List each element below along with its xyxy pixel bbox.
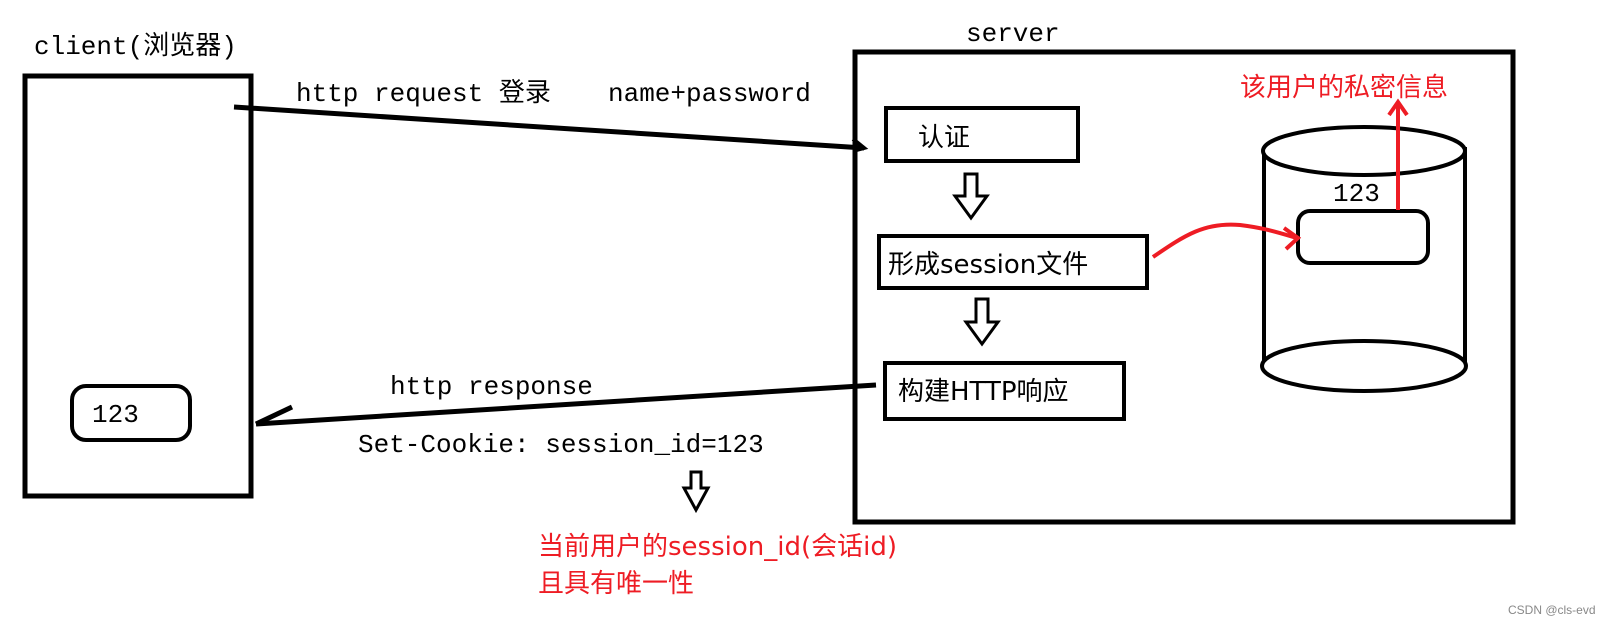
storage-session-file: [1296, 209, 1430, 265]
response-header: Set-Cookie: session_id=123: [358, 430, 764, 460]
client-cookie-value: 123: [92, 400, 139, 430]
session-step-label: 形成session文件: [888, 250, 1088, 280]
response-step-label: 构建HTTP响应: [898, 377, 1069, 407]
server-title: server: [966, 19, 1060, 49]
down-arrow-icon: [952, 172, 990, 221]
private-info-arrow-head-icon: [1387, 98, 1409, 117]
client-cookie-box: [70, 384, 192, 442]
note-line-2: 且具有唯一性: [538, 569, 694, 599]
response-step-box: [883, 361, 1126, 421]
client-box: [22, 73, 254, 499]
note-line-1: 当前用户的session_id(会话id): [538, 532, 897, 562]
down-arrow-icon: [681, 470, 711, 514]
request-label: http request 登录: [296, 78, 551, 109]
request-params: name+password: [608, 79, 811, 109]
session-step-box: [877, 234, 1149, 290]
request-arrow-line: [233, 104, 865, 151]
watermark: CSDN @cls-evd: [1508, 603, 1596, 617]
private-info-label: 该用户的私密信息: [1240, 73, 1448, 103]
store-arrow-head-icon: [1282, 226, 1302, 251]
storage-session-id: 123: [1333, 179, 1380, 209]
response-label: http response: [390, 372, 593, 402]
response-arrow-head-icon: [254, 404, 294, 427]
auth-step-box: [884, 106, 1080, 163]
auth-step-label: 认证: [918, 123, 970, 153]
down-arrow-icon: [963, 297, 1001, 347]
response-arrow-line: [255, 382, 877, 427]
server-box: [852, 49, 1516, 525]
store-arrow-line: [1151, 222, 1298, 259]
client-title: client(浏览器): [34, 31, 237, 62]
session-storage-cylinder: [1260, 125, 1468, 393]
